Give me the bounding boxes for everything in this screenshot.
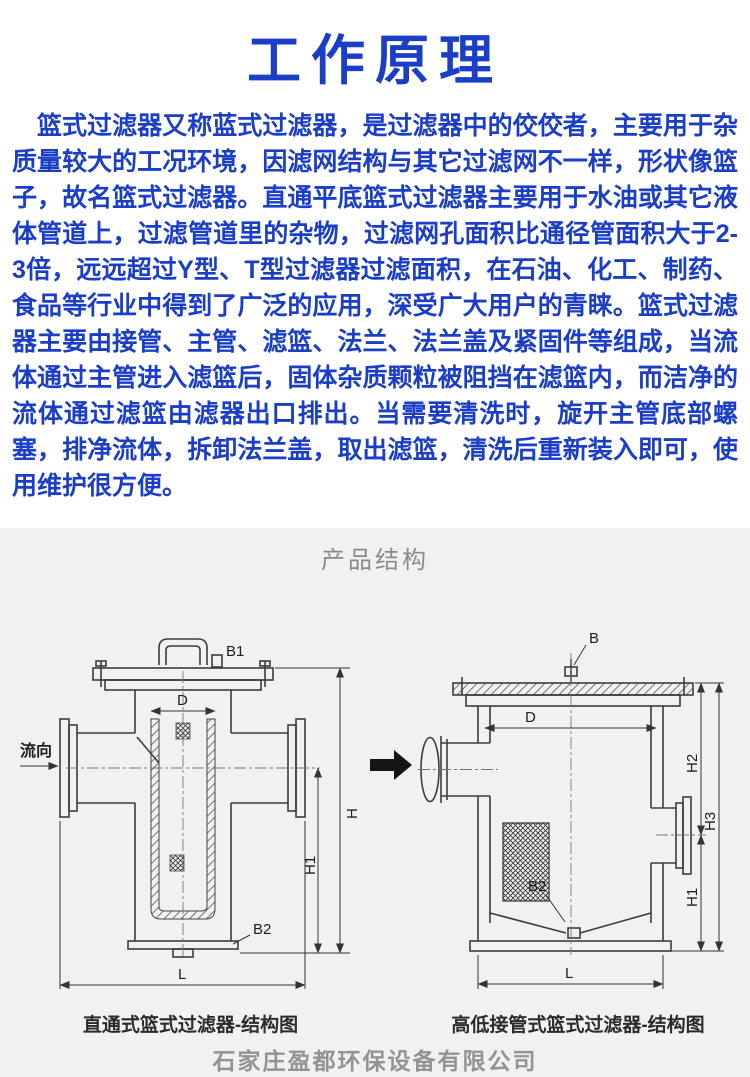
cover-plate xyxy=(452,682,694,696)
company-watermark: 石家庄盈都环保设备有限公司 xyxy=(212,1048,538,1074)
centerlines xyxy=(66,671,320,957)
highlow-filter-drawing: B D H2 H1 H3 B2 L xyxy=(418,630,724,989)
filter-basket xyxy=(150,718,216,920)
label-l: L xyxy=(565,965,573,982)
cover-plate-2 xyxy=(465,694,681,707)
product-structure-section: 产品结构 xyxy=(0,528,750,1077)
straight-filter-diagram: B1 D H H1 B2 L 流向 xyxy=(18,623,363,1018)
dimension-lines xyxy=(477,644,724,989)
highlow-filter-caption: 高低接管式篮式过滤器-结构图 xyxy=(451,1015,705,1036)
label-h1: H1 xyxy=(302,856,319,875)
vessel-outline xyxy=(59,638,306,958)
label-b1: B1 xyxy=(226,643,244,660)
structure-heading: 产品结构 xyxy=(321,547,429,574)
label-b: B xyxy=(589,630,599,647)
bottom-plate xyxy=(469,940,672,952)
drain-plug xyxy=(567,927,581,939)
centerlines xyxy=(418,653,706,955)
dimension-labels: B D H2 H1 H3 B2 L xyxy=(525,630,719,982)
vent-plug-b1 xyxy=(211,654,223,668)
label-h3: H3 xyxy=(702,812,719,831)
label-d: D xyxy=(177,692,188,709)
body-walls xyxy=(477,706,664,941)
label-flow-direction: 流向 xyxy=(20,741,52,760)
straight-filter-caption: 直通式篮式过滤器-结构图 xyxy=(82,1015,299,1036)
label-l: L xyxy=(178,966,186,983)
inlet-pipe xyxy=(441,742,490,797)
vessel-outline xyxy=(420,659,694,952)
outlet-flange-outer xyxy=(682,796,692,875)
conical-bottom xyxy=(489,912,652,934)
label-h2: H2 xyxy=(684,754,701,773)
label-b2: B2 xyxy=(253,921,271,938)
dimension-lines xyxy=(20,667,350,989)
lifting-handle xyxy=(158,638,208,665)
mesh-texture-mid xyxy=(169,854,185,872)
lifting-handle-inner xyxy=(165,645,201,665)
page-title: 工作原理 xyxy=(247,31,503,91)
body-walls xyxy=(134,690,232,941)
label-h1: H1 xyxy=(684,888,701,907)
highlow-filter-diagram: B D H2 H1 H3 B2 L xyxy=(418,623,738,1018)
filter-basket-mesh xyxy=(502,822,550,902)
pipe-walls xyxy=(77,732,288,804)
outlet-flange-inner xyxy=(675,802,684,869)
label-d: D xyxy=(525,709,536,726)
label-h: H xyxy=(344,808,361,819)
straight-filter-drawing: B1 D H H1 B2 L 流向 xyxy=(20,638,361,989)
dimension-labels: B1 D H H1 B2 L 流向 xyxy=(20,643,361,983)
working-principle-section: 工作原理 篮式过滤器又称蓝式过滤器，是过滤器中的佼佼者，主要用于杂质量较大的工况… xyxy=(0,0,750,528)
intro-paragraph: 篮式过滤器又称蓝式过滤器，是过滤器中的佼佼者，主要用于杂质量较大的工况环境，因滤… xyxy=(12,112,738,500)
outlet-pipe xyxy=(651,807,676,864)
label-b2: B2 xyxy=(528,878,546,895)
transition-arrow-icon xyxy=(370,750,412,780)
